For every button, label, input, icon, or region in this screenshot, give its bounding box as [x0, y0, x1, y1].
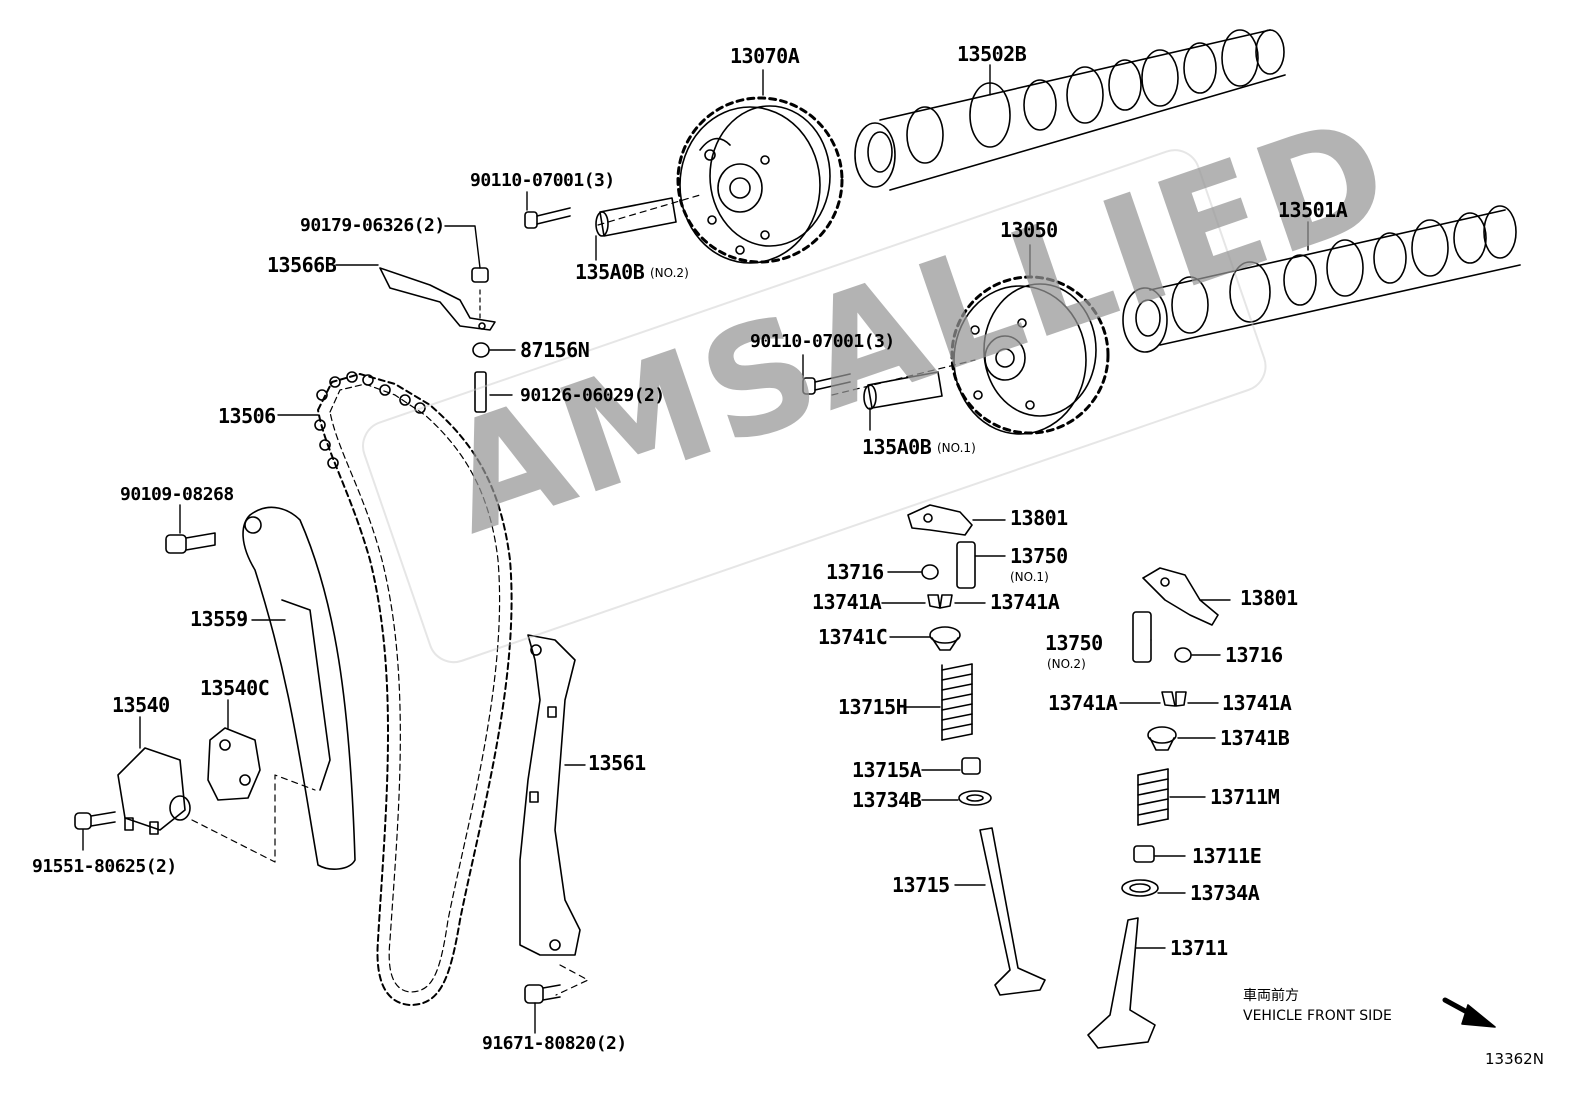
- valve-stem-cap-lower: [1174, 647, 1192, 663]
- tensioner-gasket: [207, 727, 261, 801]
- part-label-13715A: 13715A: [852, 758, 922, 782]
- part-label-13801-upper: 13801: [1010, 506, 1068, 530]
- bolt-90110-upper: [524, 207, 571, 229]
- part-label-90179: 90179-06326(2): [300, 215, 445, 236]
- part-label-13715H: 13715H: [838, 695, 908, 719]
- bolt-90109: [165, 532, 216, 554]
- part-label-13715: 13715: [892, 873, 950, 897]
- part-sublabel-no2-lower: (NO.2): [1047, 657, 1086, 671]
- part-label-13716-lower: 13716: [1225, 643, 1283, 667]
- valve-keeper-lower: [1161, 691, 1187, 707]
- part-label-13566B: 13566B: [267, 253, 337, 277]
- part-label-13561: 13561: [588, 751, 646, 775]
- part-label-13502B: 13502B: [957, 42, 1027, 66]
- part-label-13741A-upper-left: 13741A: [812, 590, 882, 614]
- part-label-13741A-upper-right: 13741A: [990, 590, 1060, 614]
- vehicle-front-note-jp: 車両前方: [1243, 988, 1299, 1004]
- valve-keeper-upper: [927, 594, 953, 609]
- lash-adjuster-no2: [1132, 611, 1152, 663]
- part-label-13501A: 13501A: [1278, 198, 1348, 222]
- part-label-13070A: 13070A: [730, 44, 800, 68]
- part-label-13801-lower: 13801: [1240, 586, 1298, 610]
- exhaust-valve: [1087, 917, 1156, 1049]
- bolt-91671: [524, 984, 561, 1004]
- oil-control-valve-upper: [595, 197, 677, 237]
- timing-chain-plate: [379, 267, 496, 331]
- part-label-90110-upper: 90110-07001(3): [470, 170, 615, 191]
- stud-90126: [474, 371, 487, 413]
- part-label-90109: 90109-08268: [120, 484, 234, 505]
- valve-spring-retainer-lower: [1147, 726, 1177, 751]
- camshaft-upper: [854, 29, 1286, 191]
- part-label-135A0B-no2: 135A0B: [575, 260, 645, 284]
- lash-adjuster-no1: [956, 541, 976, 589]
- part-label-13540C: 13540C: [200, 676, 270, 700]
- valve-spring-seat-upper: [958, 790, 992, 806]
- part-label-13711M: 13711M: [1210, 785, 1280, 809]
- part-label-87156N: 87156N: [520, 338, 590, 362]
- part-sublabel-no1-lower: (NO.1): [1010, 570, 1049, 584]
- part-label-13750-no1: 13750: [1010, 544, 1068, 568]
- part-label-91671: 91671-80820(2): [482, 1033, 627, 1054]
- intake-valve: [979, 827, 1046, 996]
- timing-chain: [314, 371, 513, 1006]
- chain-tensioner-arm: [242, 506, 356, 870]
- pin-87156N: [472, 342, 490, 358]
- part-label-13711E: 13711E: [1192, 844, 1262, 868]
- part-label-13540: 13540: [112, 693, 170, 717]
- part-label-13716-upper: 13716: [826, 560, 884, 584]
- valve-spring-seat-lower: [1121, 879, 1159, 897]
- chain-guide: [519, 634, 581, 956]
- bolt-91551: [74, 811, 116, 830]
- valve-spring-lower: [1137, 768, 1169, 826]
- valve-spring-upper: [941, 663, 973, 741]
- valve-stem-seal-lower: [1133, 845, 1155, 863]
- part-sublabel-no1-upper: (NO.1): [937, 441, 976, 455]
- part-label-13506: 13506: [218, 404, 276, 428]
- bolt-90110-lower: [802, 373, 851, 395]
- rocker-arm-lower: [1142, 567, 1219, 626]
- valve-stem-cap-upper: [921, 564, 939, 580]
- camshaft-timing-gear-lower: [950, 275, 1110, 435]
- rocker-arm-upper: [907, 504, 973, 536]
- part-label-90110-lower: 90110-07001(3): [750, 331, 895, 352]
- part-label-13741A-lower-right: 13741A: [1222, 691, 1292, 715]
- leader-lines: [82, 64, 1309, 1034]
- part-label-90126: 90126-06029(2): [520, 385, 665, 406]
- camshaft-lower: [1122, 205, 1521, 353]
- part-sublabel-no2-upper: (NO.2): [650, 266, 689, 280]
- part-label-13741C: 13741C: [818, 625, 888, 649]
- camshaft-timing-gear-upper: [676, 96, 844, 264]
- vehicle-front-arrow-icon: [1442, 997, 1496, 1028]
- valve-spring-retainer-upper: [929, 626, 961, 651]
- nut-90179: [471, 267, 489, 283]
- valve-stem-seal-upper: [961, 757, 981, 775]
- part-label-13734B: 13734B: [852, 788, 922, 812]
- part-label-13734A: 13734A: [1190, 881, 1260, 905]
- part-label-91551: 91551-80625(2): [32, 856, 177, 877]
- vehicle-front-note-en: VEHICLE FRONT SIDE: [1243, 1008, 1392, 1024]
- diagram-code: 13362N: [1485, 1050, 1544, 1068]
- part-label-13750-no2: 13750: [1045, 631, 1103, 655]
- part-label-13050: 13050: [1000, 218, 1058, 242]
- part-label-13741A-lower-left: 13741A: [1048, 691, 1118, 715]
- part-label-13741B: 13741B: [1220, 726, 1290, 750]
- chain-tensioner: [117, 747, 191, 835]
- part-label-135A0B-no1: 135A0B: [862, 435, 932, 459]
- part-label-13711: 13711: [1170, 936, 1228, 960]
- part-label-13559: 13559: [190, 607, 248, 631]
